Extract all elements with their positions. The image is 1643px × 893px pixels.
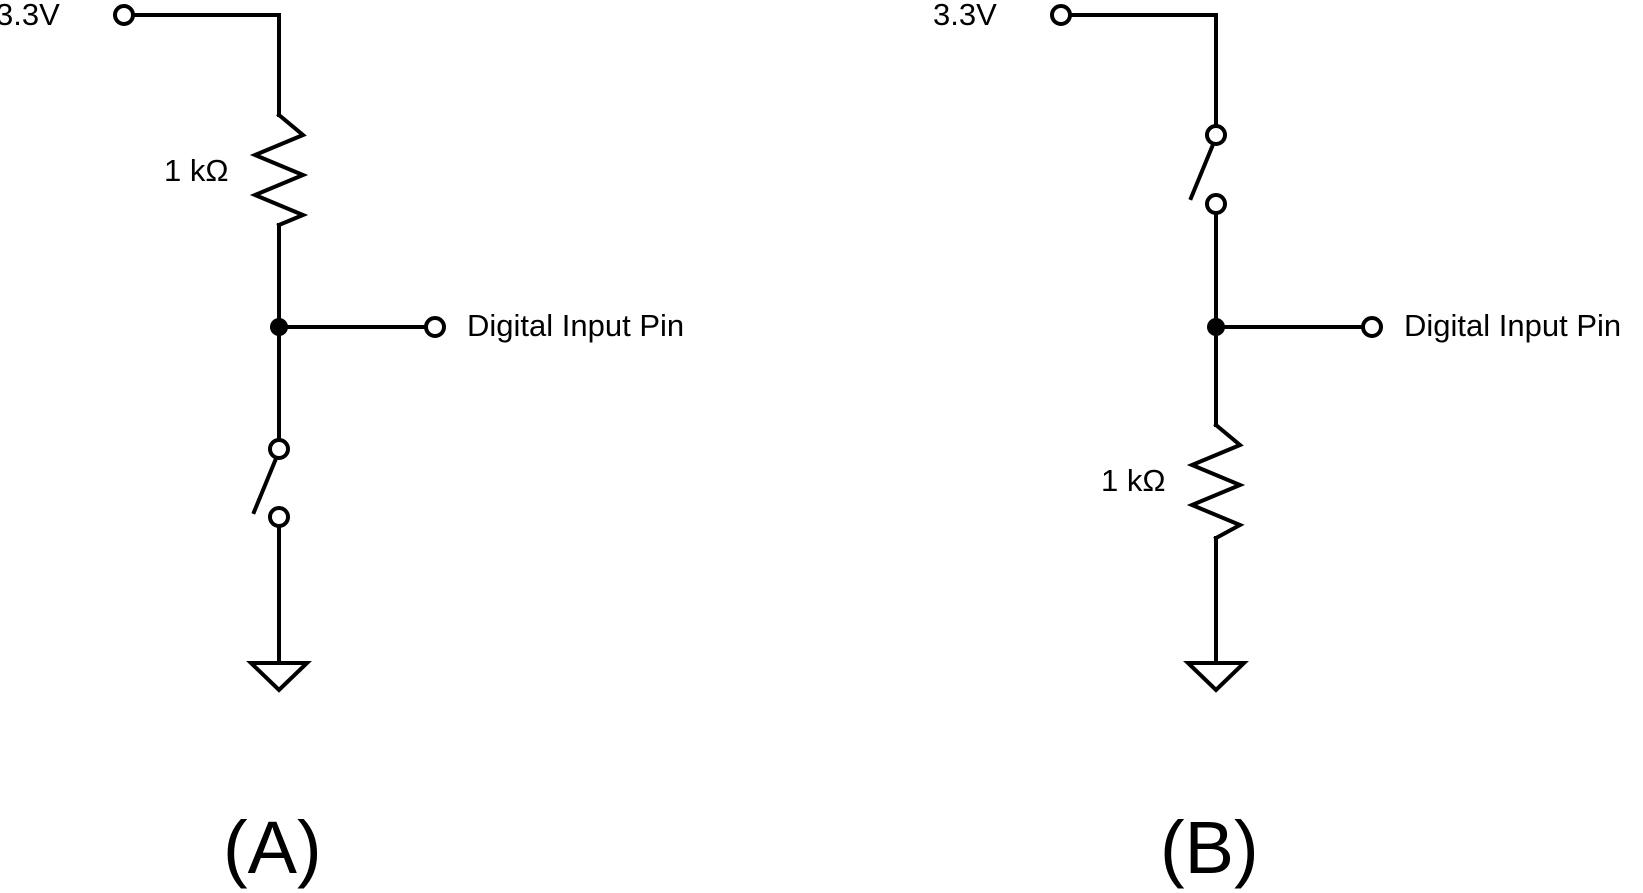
circuit-a-resistor-label: 1 kΩ — [164, 153, 229, 188]
circuit-a-pin-label: Digital Input Pin — [467, 308, 684, 343]
circuit-a-supply-terminal — [113, 4, 135, 26]
circuit-b-supply-terminal — [1050, 4, 1072, 26]
circuit-a: 3.3V 1 kΩ Digital Input Pin (A) — [0, 0, 684, 889]
circuit-a-switch-top-contact — [268, 438, 290, 460]
circuit-b-switch-lever — [1188, 144, 1215, 201]
circuit-a-resistor — [249, 112, 309, 228]
circuit-a-pin-terminal — [424, 316, 446, 338]
circuit-a-supply-label: 3.3V — [0, 0, 60, 32]
circuit-b-resistor — [1186, 422, 1246, 541]
circuit-a-supply-wire — [131, 13, 281, 117]
circuit-a-caption: (A) — [223, 806, 322, 889]
circuit-b-supply-wire — [1068, 13, 1218, 128]
circuit-b-pin-label: Digital Input Pin — [1404, 308, 1621, 343]
circuit-b-switch-top-contact — [1205, 124, 1227, 146]
circuit-b-supply-label: 3.3V — [933, 0, 997, 32]
circuit-b-caption: (B) — [1160, 806, 1259, 889]
circuit-b-resistor-label: 1 kΩ — [1101, 463, 1166, 498]
circuit-a-switch-lever — [251, 458, 278, 515]
circuit-b-ground-symbol — [1183, 661, 1249, 693]
circuit-b-switch-bottom-contact — [1205, 193, 1227, 215]
circuit-a-ground-symbol — [246, 661, 312, 693]
circuit-b: 3.3V Digital Input Pin 1 kΩ (B) — [933, 0, 1621, 889]
circuit-b-pin-terminal — [1361, 316, 1383, 338]
circuit-a-switch-bottom-contact — [268, 506, 290, 528]
